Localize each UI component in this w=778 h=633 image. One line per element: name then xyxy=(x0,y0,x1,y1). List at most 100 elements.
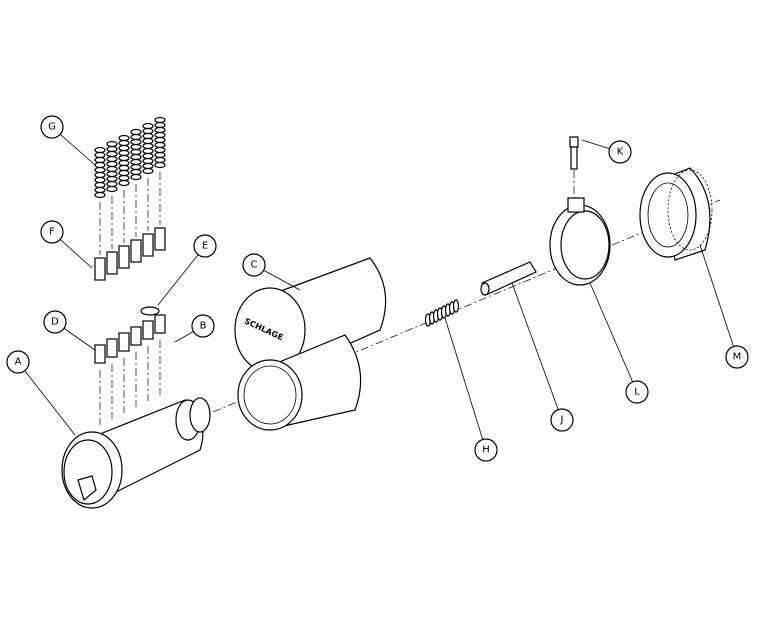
callout-c: C xyxy=(242,253,301,291)
callout-label: H xyxy=(482,445,490,456)
callout-label: A xyxy=(15,357,22,368)
spring-coil xyxy=(118,169,130,177)
callout-l: L xyxy=(589,282,649,404)
disc-part-e xyxy=(140,306,160,316)
top-pin xyxy=(142,233,154,257)
callout-g: G xyxy=(40,115,96,166)
spring-coil xyxy=(142,157,154,165)
bottom-pin xyxy=(106,338,118,358)
callout-label: M xyxy=(733,352,742,363)
callout-circle xyxy=(193,234,217,258)
spring-coil xyxy=(106,165,118,173)
callout-circle xyxy=(474,438,498,462)
spring-coil xyxy=(94,166,106,174)
spring-coil xyxy=(130,148,142,156)
spring-coil xyxy=(154,146,166,154)
callout-f: F xyxy=(40,220,93,269)
knurled-cap-part-m xyxy=(639,167,713,261)
spring-coil xyxy=(118,144,130,152)
spring-coil xyxy=(118,179,130,187)
callout-circle xyxy=(40,220,64,244)
callout-label: F xyxy=(49,227,55,238)
springs xyxy=(94,116,166,255)
plug-part-a xyxy=(61,397,211,509)
spring-part-h xyxy=(424,299,460,327)
callout-e: E xyxy=(157,234,217,306)
spring-coil xyxy=(106,145,118,153)
spring-coil xyxy=(130,163,142,171)
leader-line xyxy=(699,244,738,358)
top-pin xyxy=(130,239,142,263)
spring-coil xyxy=(154,151,166,159)
spring-coil xyxy=(94,146,106,154)
leader-line xyxy=(511,282,563,421)
callout-d: D xyxy=(43,310,96,351)
spring-coil xyxy=(142,122,154,130)
spring-coil xyxy=(154,136,166,144)
ring-part-l xyxy=(549,197,611,286)
callout-label: B xyxy=(200,321,207,332)
bottom-pin xyxy=(94,344,106,364)
callout-label: G xyxy=(48,122,56,133)
spring-coil xyxy=(452,299,460,313)
bottom-pin xyxy=(118,332,130,352)
spring-coil xyxy=(130,133,142,141)
spring-coil xyxy=(130,168,142,176)
spring-coil xyxy=(94,176,106,184)
callout-circle xyxy=(242,253,266,277)
spring-coil xyxy=(130,138,142,146)
pin-part-j xyxy=(480,261,537,296)
callout-circle xyxy=(625,380,649,404)
callout-label: L xyxy=(634,387,640,398)
callout-label: D xyxy=(51,317,59,328)
spring-coil xyxy=(154,131,166,139)
leader-line xyxy=(444,317,487,451)
bottom-pin xyxy=(130,326,142,346)
top-pins xyxy=(94,227,166,281)
spring-coil xyxy=(130,153,142,161)
spring-coil xyxy=(130,173,142,181)
top-pin xyxy=(154,227,166,251)
spring-coil xyxy=(94,171,106,179)
leader-line xyxy=(17,361,76,436)
callout-circle xyxy=(725,345,749,369)
housing-part-c: SCHLAGE xyxy=(234,257,387,431)
screw-part-k xyxy=(569,136,579,205)
bottom-pin xyxy=(154,314,166,334)
spring-coil xyxy=(118,154,130,162)
callout-b: B xyxy=(174,314,215,343)
callout-k: K xyxy=(581,139,632,164)
spring-coil xyxy=(130,128,142,136)
spring-coil xyxy=(154,156,166,164)
spring-coil xyxy=(142,152,154,160)
spring-coil xyxy=(154,121,166,129)
spring-coil xyxy=(142,162,154,170)
callout-a: A xyxy=(6,350,76,436)
spring-coil xyxy=(118,149,130,157)
spring-coil xyxy=(118,174,130,182)
spring-coil xyxy=(106,150,118,158)
spring-coil xyxy=(106,170,118,178)
spring-coil xyxy=(154,116,166,124)
spring-coil xyxy=(118,159,130,167)
spring-coil xyxy=(94,156,106,164)
spring-coil xyxy=(94,151,106,159)
spring-coil xyxy=(118,134,130,142)
spring-coil xyxy=(142,142,154,150)
spring-coil xyxy=(106,140,118,148)
top-pin xyxy=(118,245,130,269)
leader-line xyxy=(589,282,638,393)
callout-circle xyxy=(550,408,574,432)
callout-label: J xyxy=(560,415,564,426)
spring-coil xyxy=(142,132,154,140)
callout-circle xyxy=(191,314,215,338)
bottom-pin xyxy=(142,320,154,340)
spring-coil xyxy=(106,185,118,193)
bottom-pins xyxy=(94,314,166,425)
spring-coil xyxy=(118,139,130,147)
callout-circle xyxy=(6,350,30,374)
spring-coil xyxy=(106,175,118,183)
callout-h: H xyxy=(444,317,498,462)
